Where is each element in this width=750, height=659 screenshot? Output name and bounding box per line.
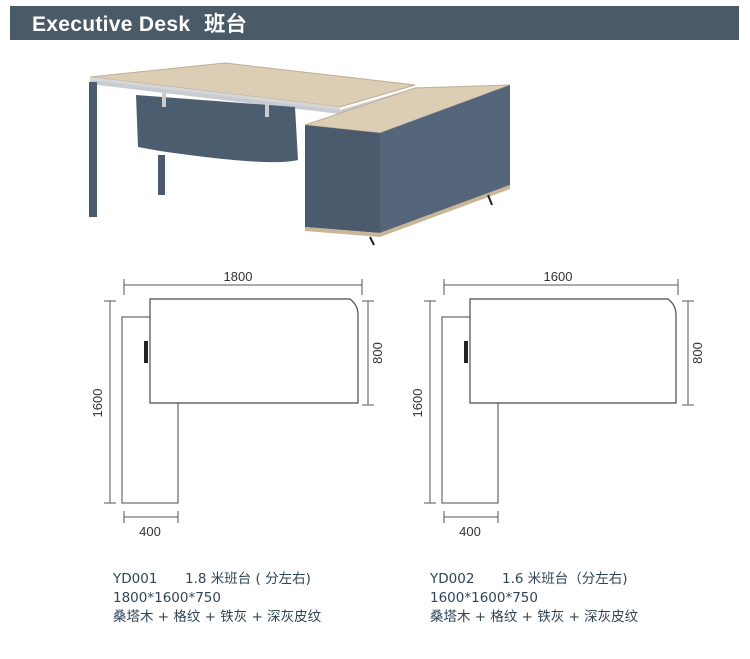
desk-top-outline: [149, 298, 359, 404]
cabinet-base: [305, 185, 510, 237]
product-name: 1.6 米班台（分左右): [502, 571, 628, 587]
cabinet-foot: [487, 194, 493, 206]
panel-clip: [162, 93, 166, 107]
dimension-drawing-yd001: 1800 800 1600 400: [90, 269, 385, 539]
title-chinese: 班台: [204, 12, 247, 36]
return-length-label: 1600: [90, 389, 105, 418]
page-title: Executive Desk 班台: [32, 8, 247, 38]
return-width-label: 400: [139, 524, 161, 539]
desk-leg-front: [89, 82, 97, 217]
return-width-label: 400: [459, 524, 481, 539]
product-code: YD001: [113, 571, 158, 587]
cabinet-side: [380, 85, 510, 233]
modesty-panel: [136, 95, 298, 163]
title-english: Executive Desk: [32, 13, 191, 36]
depth-label: 800: [370, 342, 385, 364]
cabinet-foot: [369, 236, 375, 246]
depth-label: 800: [690, 342, 705, 364]
product-materials: 桑塔木 + 格纹 + 铁灰 + 深灰皮纹: [430, 609, 639, 625]
title-banner: Executive Desk 班台: [10, 6, 739, 40]
return-length-label: 1600: [410, 389, 425, 418]
desk-top-outline: [469, 298, 677, 404]
product-size: 1600*1600*750: [430, 590, 538, 606]
product-materials: 桑塔木 + 格纹 + 铁灰 + 深灰皮纹: [113, 609, 322, 625]
product-size: 1800*1600*750: [113, 590, 221, 606]
drawer-handle: [144, 341, 148, 363]
cabinet-front: [305, 125, 380, 233]
product-spec-yd001: YD001 1.8 米班台 ( 分左右) 1800*1600*750 桑塔木 + …: [113, 570, 321, 627]
width-label: 1600: [544, 269, 573, 284]
product-name: 1.8 米班台 ( 分左右): [185, 571, 311, 587]
desk-illustration: [89, 62, 511, 246]
product-spec-yd002: YD002 1.6 米班台（分左右) 1600*1600*750 桑塔木 + 格纹…: [430, 570, 638, 627]
width-label: 1800: [224, 269, 253, 284]
dimension-drawing-yd002: 1600 800 1600 400: [410, 269, 705, 539]
drawer-handle: [464, 341, 468, 363]
product-code: YD002: [430, 571, 475, 587]
panel-clip: [265, 103, 269, 117]
desk-leg-back: [158, 155, 165, 195]
